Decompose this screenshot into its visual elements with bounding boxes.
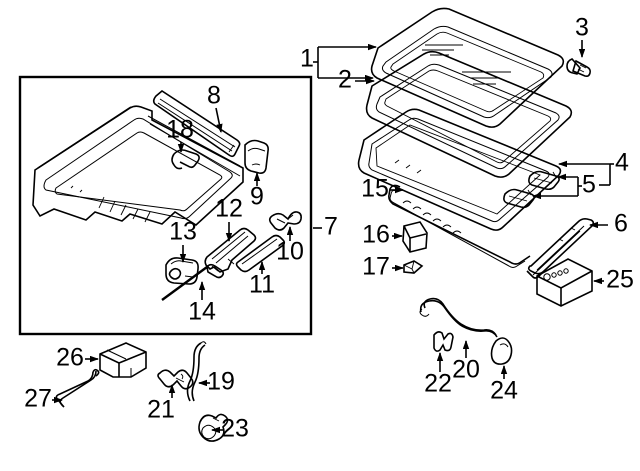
part-11-slide-shoe [235,234,286,273]
part-20-drain-hose-front [419,297,498,338]
part-25-sunroof-motor-module [536,258,593,307]
callout-label-1: 1 [300,45,314,73]
callout-label-2: 2 [338,66,352,94]
callout-label-21: 21 [147,396,175,424]
callout-label-27: 27 [24,385,52,413]
part-6-guide-rail [526,218,595,279]
callout-label-4: 4 [615,149,629,177]
callout-label-11: 11 [249,271,275,299]
callout-label-16: 16 [362,221,390,249]
part-23-drain-grommet [198,413,229,442]
callout-label-9: 9 [250,183,264,211]
callout-label-6: 6 [614,210,628,238]
callout-label-12: 12 [215,195,243,223]
callout-label-15: 15 [361,175,389,203]
callout-label-14: 14 [188,298,216,326]
callout-label-18: 18 [166,116,194,144]
part-2-glass-weatherstrip [365,50,573,178]
part-8-side-trim-rail [152,90,241,158]
callout-8-leader [215,107,223,133]
callout-1-leader [313,43,377,82]
part-17-stopper-block [403,260,424,274]
callout-label-8: 8 [207,82,221,110]
part-22-hose-grommet [433,331,454,352]
part-9-end-cap [244,139,269,174]
callout-label-17: 17 [362,253,390,281]
part-15-drain-channel [388,184,531,268]
callout-label-22: 22 [424,370,452,398]
part-10-wind-deflector-link [268,211,302,231]
part-3-glass-bolt [566,58,591,77]
callout-label-23: 23 [221,415,249,443]
callout-label-20: 20 [452,356,480,384]
callout-label-19: 19 [207,368,235,396]
part-14-drive-cable [161,263,225,301]
sunroof-housing-group-box [18,75,313,336]
part-5-deflector-clip-upper [528,170,560,191]
callout-5-leader [532,173,582,200]
part-4-frame-seal-ring [357,108,562,231]
callout-4-leader [558,160,614,186]
part-26-sunroof-switch [99,342,147,378]
part-5-deflector-clip-lower [503,188,535,209]
part-21-hose-clamp [157,369,194,390]
part-24-hose-nozzle [490,337,513,365]
callout-label-5: 5 [582,171,596,199]
callout-label-24: 24 [490,377,518,405]
callout-label-26: 26 [56,344,84,372]
callout-label-25: 25 [606,266,634,294]
part-16-seal-pad [402,221,428,253]
callout-label-10: 10 [276,238,304,266]
callout-label-3: 3 [575,14,589,42]
callout-label-13: 13 [169,218,197,246]
callout-label-7: 7 [324,213,338,241]
part-12-lift-arm-bracket [204,227,257,273]
part-19-drain-hose [186,341,207,402]
part-7-sunroof-housing-frame [32,105,244,226]
